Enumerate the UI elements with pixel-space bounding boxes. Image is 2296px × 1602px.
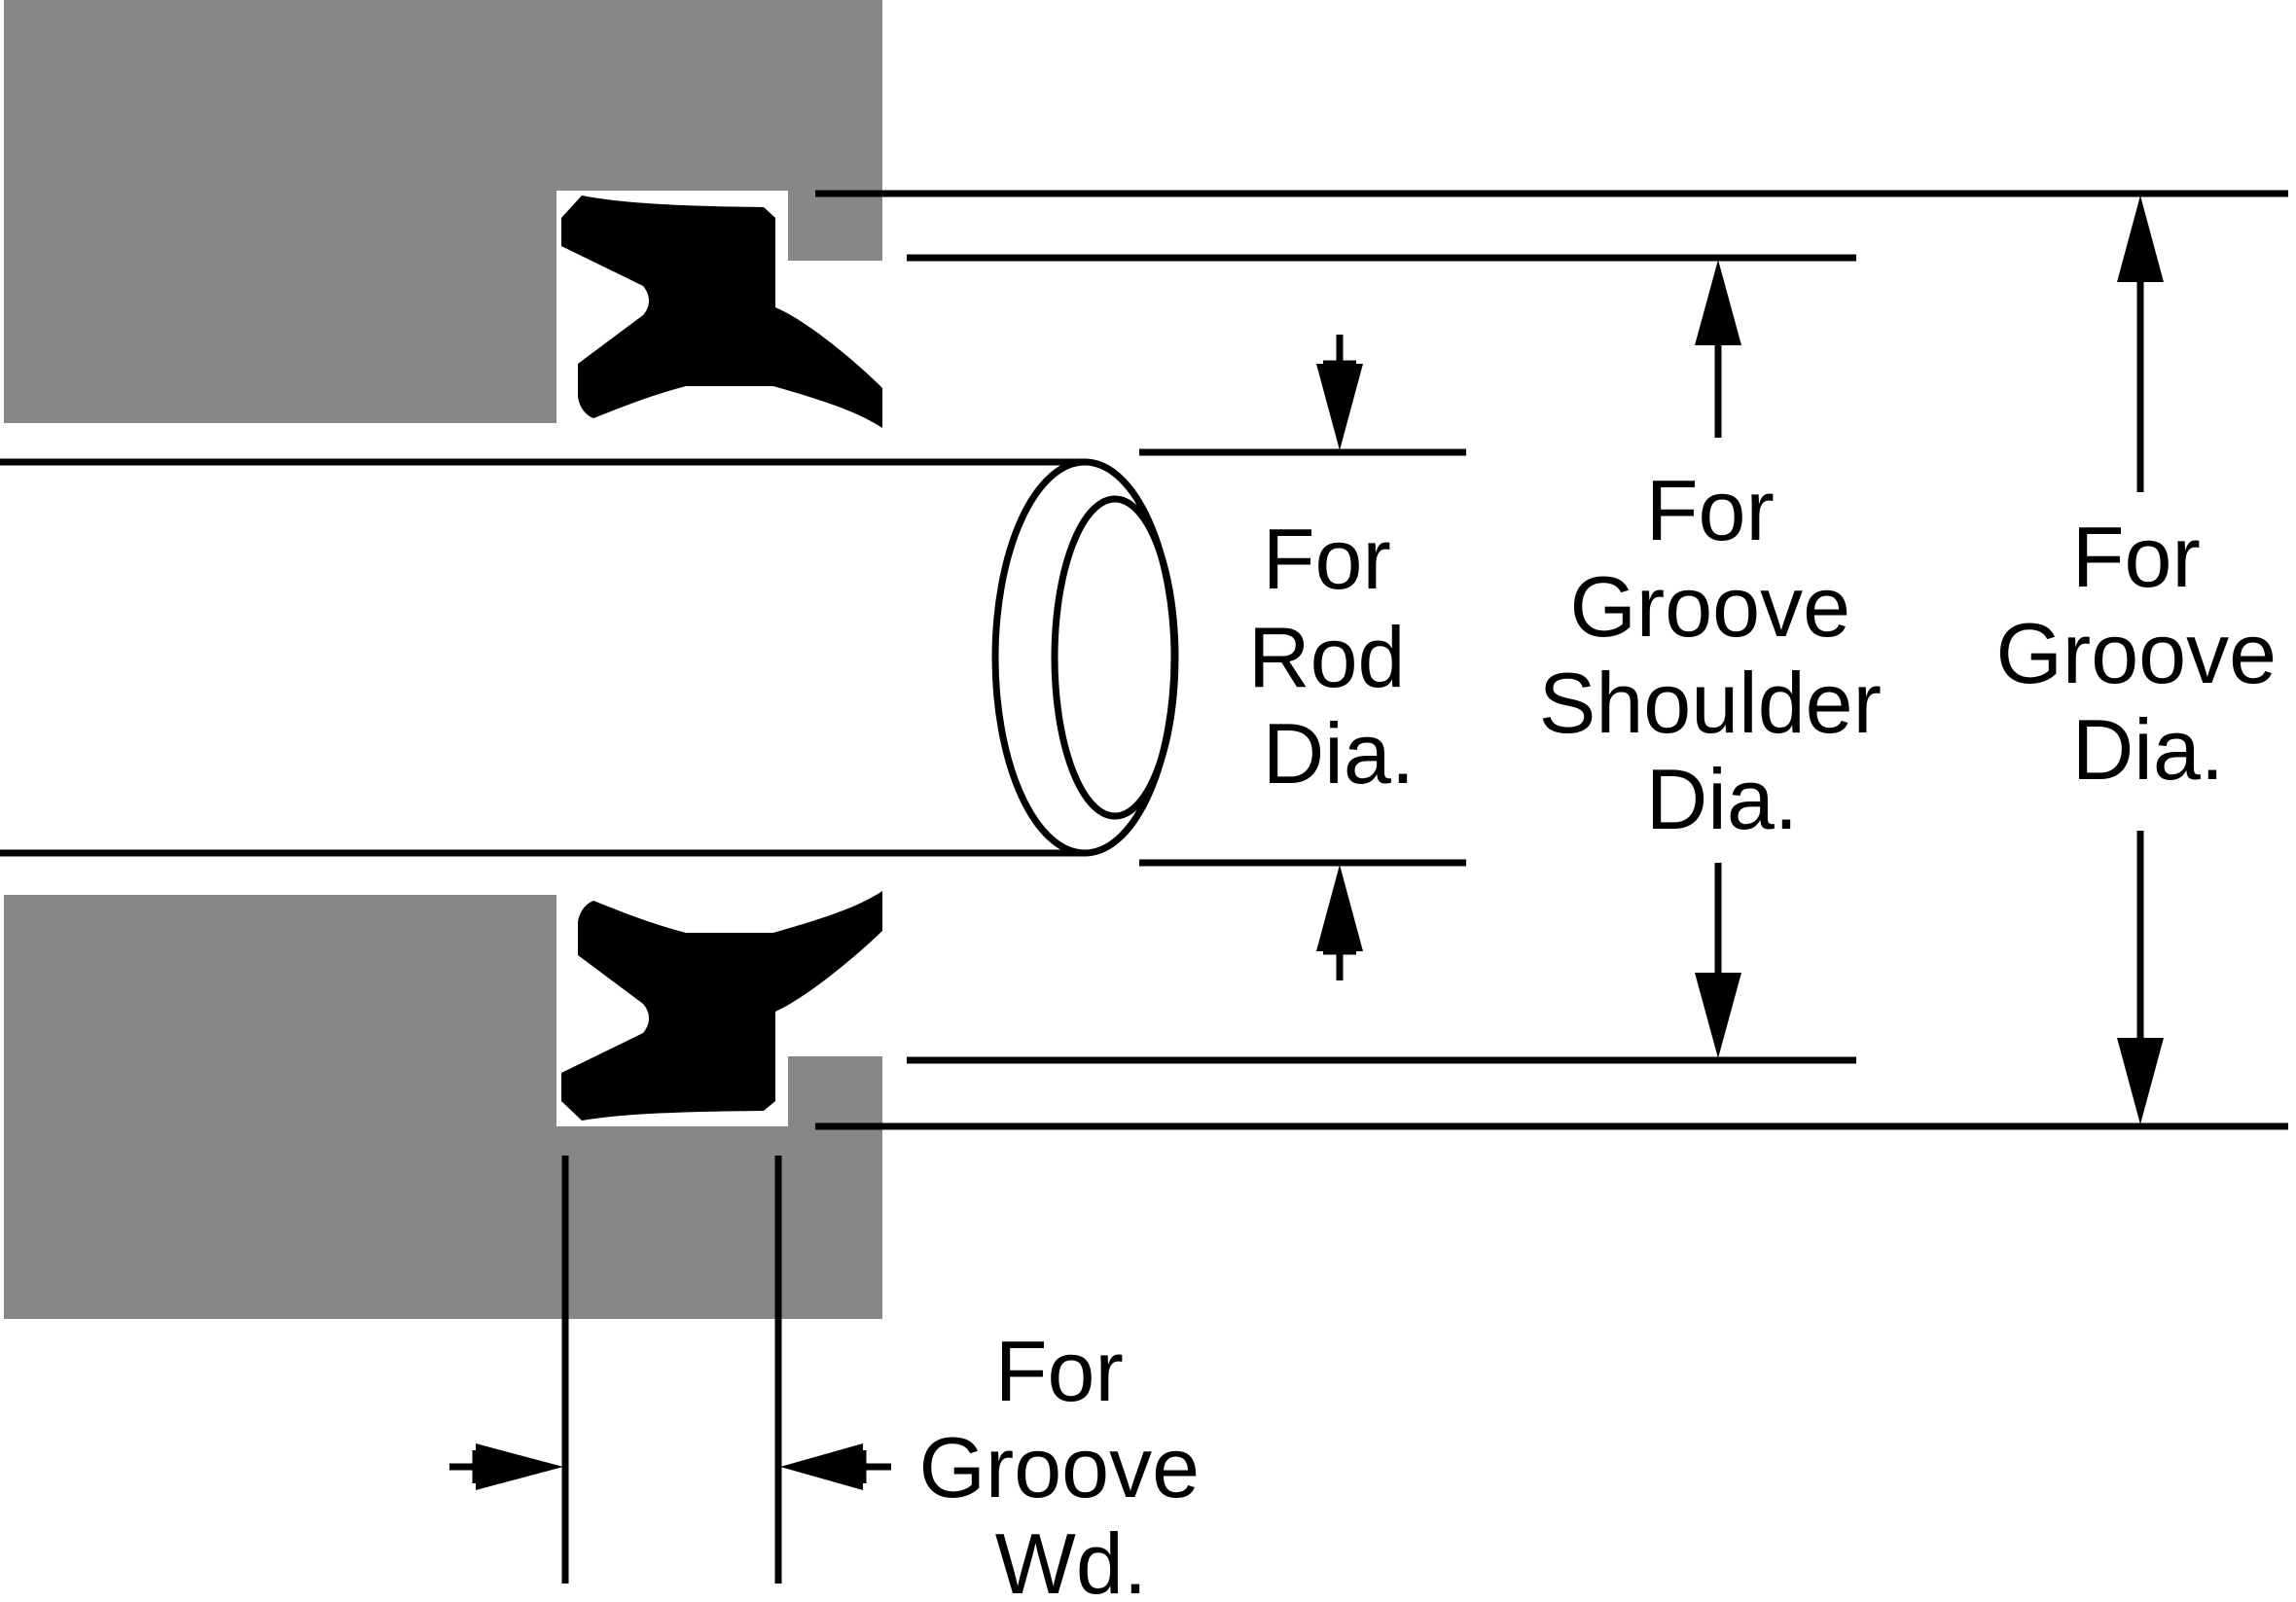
label-groove-wd-line-1: For xyxy=(995,1323,1124,1419)
rod xyxy=(0,458,1179,857)
label-shoulder-line-1: For xyxy=(1646,462,1775,558)
rod-end-inner xyxy=(1051,495,1179,820)
label-groove-dia-line-3: Dia. xyxy=(2072,701,2225,798)
groove-wd-arrow-right xyxy=(780,1443,863,1490)
label-groove-shoulder-dia: For Groove Shoulder Dia. xyxy=(1539,462,1906,847)
label-groove-dia: For Groove Dia. xyxy=(1995,509,2296,798)
dimension-lines xyxy=(449,190,2288,1584)
groove-dia-arrow-bottom xyxy=(2117,1038,2164,1124)
shoulder-dia-arrow-bottom xyxy=(1695,973,1741,1058)
label-rod-dia-line-1: For xyxy=(1263,511,1391,607)
label-groove-dia-line-1: For xyxy=(2072,509,2201,605)
label-rod-dia-line-2: Rod xyxy=(1248,609,1405,705)
lower-housing xyxy=(4,895,882,1319)
groove-wd-arrow-left xyxy=(476,1443,563,1490)
label-groove-wd-line-3: Wd. xyxy=(995,1515,1147,1602)
label-shoulder-line-2: Groove xyxy=(1569,558,1850,655)
arrowheads xyxy=(476,196,2164,1490)
shoulder-dia-arrow-top xyxy=(1695,260,1741,345)
lower-seal xyxy=(561,891,882,1121)
upper-housing xyxy=(4,0,882,423)
label-shoulder-line-3: Shoulder xyxy=(1539,655,1882,751)
groove-dia-arrow-top xyxy=(2117,196,2164,282)
rod-dia-arrow-bottom xyxy=(1316,865,1363,951)
rod-dia-arrow-top xyxy=(1316,364,1363,450)
label-groove-dia-line-2: Groove xyxy=(1995,605,2277,701)
label-groove-wd-line-2: Groove xyxy=(918,1419,1200,1515)
label-rod-dia: For Rod Dia. xyxy=(1248,511,1429,801)
label-shoulder-line-4: Dia. xyxy=(1646,751,1799,847)
label-groove-wd: For Groove Wd. xyxy=(918,1323,1223,1602)
label-rod-dia-line-3: Dia. xyxy=(1263,705,1416,801)
upper-seal xyxy=(561,196,882,428)
